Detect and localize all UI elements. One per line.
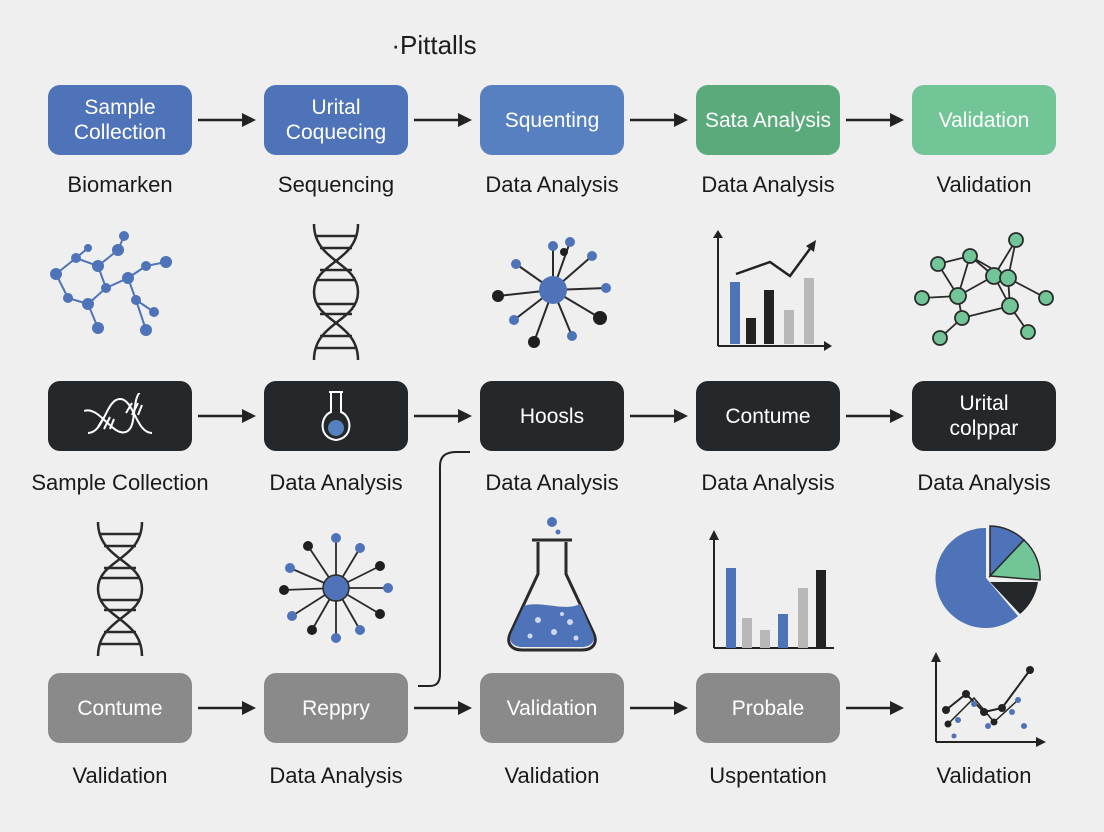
box-sata-analysis[interactable]: Sata Analysis — [696, 85, 840, 155]
dna-icon — [84, 393, 153, 434]
arrow-right-icon — [630, 113, 688, 127]
caption: Sample Collection — [31, 470, 209, 495]
caption: Validation — [936, 172, 1032, 197]
arrow-right-icon — [198, 409, 256, 423]
scatter-plot-icon — [931, 652, 1046, 747]
connector-line — [418, 451, 470, 687]
arrow-right-icon — [198, 113, 256, 127]
box-contume[interactable]: Contume — [48, 673, 192, 743]
caption: Biomarken — [67, 172, 173, 197]
arrow-right-icon — [414, 701, 472, 715]
radial-network-icon — [279, 533, 393, 643]
caption: Validation — [72, 763, 168, 788]
hub-network-icon — [492, 237, 611, 348]
flask-icon — [321, 391, 351, 442]
molecule-network-icon — [50, 231, 172, 336]
caption: Data Analysis — [701, 470, 835, 495]
bar-line-chart-icon — [713, 230, 832, 351]
arrow-right-icon — [630, 701, 688, 715]
arrow-right-icon — [198, 701, 256, 715]
erlenmeyer-flask-icon — [507, 517, 597, 652]
box-squenting[interactable]: Squenting — [480, 85, 624, 155]
caption: Data Analysis — [485, 172, 619, 197]
caption: Uspentation — [709, 763, 827, 788]
box-hoosls[interactable]: Hoosls — [480, 381, 624, 451]
box-reppry[interactable]: Reppry — [264, 673, 408, 743]
box-validation[interactable]: Validation — [912, 85, 1056, 155]
arrow-right-icon — [414, 113, 472, 127]
pie-chart-icon — [935, 525, 1041, 628]
box-validation[interactable]: Validation — [480, 673, 624, 743]
caption: Validation — [936, 763, 1032, 788]
caption: Data Analysis — [269, 763, 403, 788]
dna-helix-icon — [96, 521, 144, 657]
caption: Data Analysis — [269, 470, 403, 495]
caption: Data Analysis — [917, 470, 1051, 495]
arrow-right-icon — [846, 409, 904, 423]
arrow-right-icon — [846, 701, 904, 715]
caption: Sequencing — [277, 172, 395, 197]
caption: Data Analysis — [485, 470, 619, 495]
arrow-right-icon — [630, 409, 688, 423]
box-contume[interactable]: Contume — [696, 381, 840, 451]
caption: Data Analysis — [701, 172, 835, 197]
arrow-right-icon — [414, 409, 472, 423]
arrow-right-icon — [846, 113, 904, 127]
box-dna[interactable] — [48, 381, 192, 451]
dna-helix-icon — [312, 223, 360, 361]
box-flask[interactable] — [264, 381, 408, 451]
green-network-icon — [914, 232, 1054, 346]
caption: Validation — [504, 763, 600, 788]
box-probale[interactable]: Probale — [696, 673, 840, 743]
bar-chart-icon — [709, 530, 834, 649]
diagram-title: ·Pittalls — [391, 30, 477, 60]
